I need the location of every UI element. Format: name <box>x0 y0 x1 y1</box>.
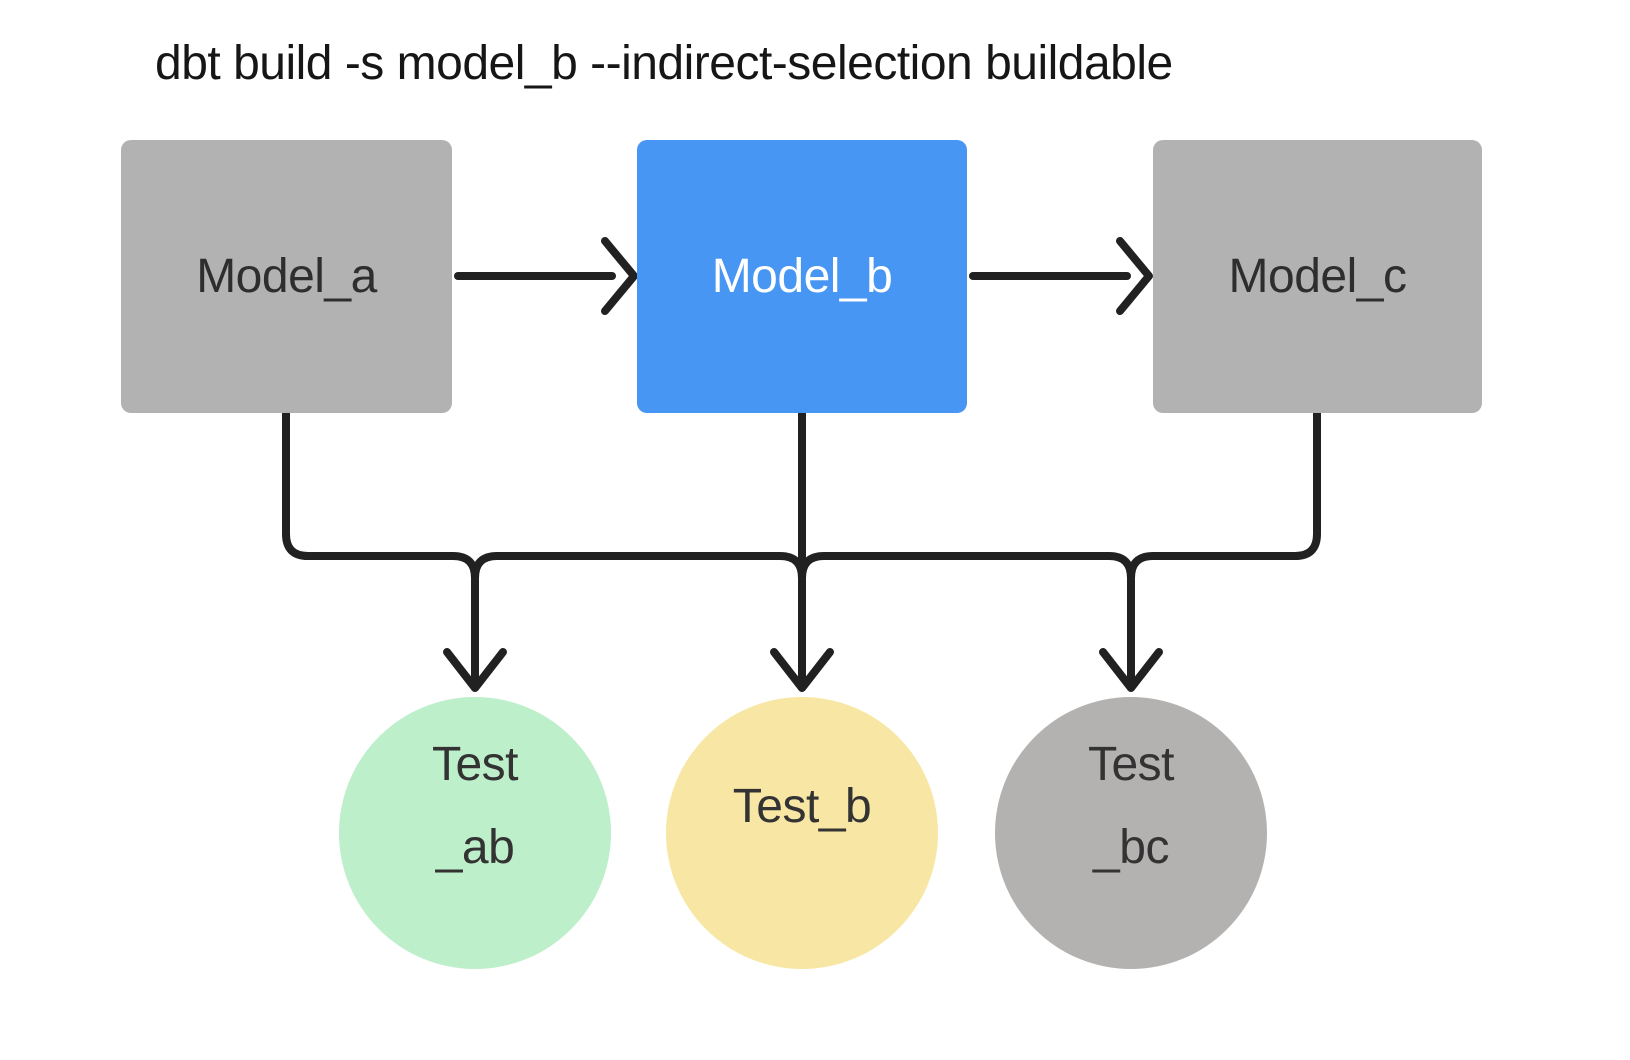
bus-segment-left <box>471 552 806 582</box>
arrowhead-right-icon <box>1116 237 1153 315</box>
arrowhead-down-icon <box>1099 648 1163 692</box>
node-test-bc: Test _bc <box>995 697 1267 969</box>
label-line2: _bc <box>1093 821 1169 874</box>
node-test-bc-label: Test _bc <box>1087 723 1175 889</box>
edge-model-b-to-model-c <box>969 237 1153 315</box>
node-model-b-label: Model_b <box>711 250 893 303</box>
label-line1: Test_b <box>732 779 872 833</box>
label-line2: _ab <box>435 821 515 874</box>
node-model-a-label: Model_a <box>196 250 377 303</box>
node-test-b: Test_b <box>666 697 938 969</box>
arrowhead-down-icon <box>770 648 834 692</box>
node-test-b-label: Test_b <box>732 765 872 848</box>
edge-shaft <box>282 409 479 684</box>
edge-model-a-to-bus-and-test-ab <box>282 409 507 692</box>
edge-model-a-to-model-b <box>454 237 638 315</box>
arrowhead-down-icon <box>443 648 507 692</box>
node-model-c-label: Model_c <box>1228 250 1407 303</box>
node-model-c: Model_c <box>1153 140 1482 413</box>
label-line1: Test <box>1087 738 1175 791</box>
node-model-a: Model_a <box>121 140 452 413</box>
node-model-b: Model_b <box>637 140 967 413</box>
node-test-ab: Test _ab <box>339 697 611 969</box>
diagram-title: dbt build -s model_b --indirect-selectio… <box>155 37 1173 90</box>
edge-model-b-to-test-b <box>770 409 834 692</box>
edge-model-c-to-bus <box>1127 409 1321 582</box>
arrowhead-right-icon <box>601 237 638 315</box>
bus-segment-right <box>798 552 1135 582</box>
edge-bus-to-test-bc <box>1099 574 1163 692</box>
label-line1: Test <box>431 738 519 791</box>
node-test-ab-label: Test _ab <box>431 723 519 889</box>
